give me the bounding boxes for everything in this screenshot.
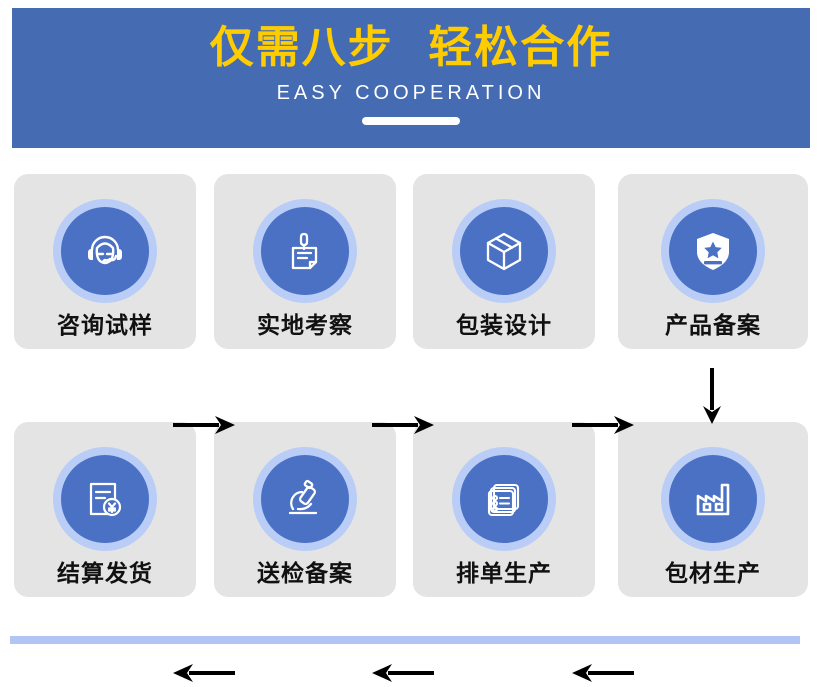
step-card-8[interactable]: 结算发货 [14,422,196,597]
step-3-icon-ring [452,199,556,303]
step-4-icon-ring [661,199,765,303]
step-8-icon-ring [53,447,157,551]
step-3-label: 包装设计 [456,313,552,339]
step-1-label: 咨询试样 [57,313,153,339]
page-title: 仅需八步 轻松合作 [209,22,613,73]
step-7-icon-ring [253,447,357,551]
invoice-yuan-icon [61,455,149,543]
arrow-step2-to-step3 [370,411,436,439]
step-card-3[interactable]: 包装设计 [413,174,595,349]
page-subtitle: EASY COOPERATION [276,82,546,105]
title-underline-rule [362,117,460,126]
step-card-7[interactable]: 送检备案 [214,422,396,597]
step-card-1[interactable]: 咨询试样 [14,174,196,349]
step-6-icon-ring [452,447,556,551]
step-4-label: 产品备案 [665,313,761,339]
checklist-stack-icon [460,455,548,543]
arrow-step1-to-step2 [171,411,237,439]
step-card-5[interactable]: 包材生产 [618,422,808,597]
microscope-icon [261,455,349,543]
step-card-6[interactable]: 排单生产 [413,422,595,597]
step-8-label: 结算发货 [57,561,153,587]
step-6-label: 排单生产 [456,561,552,587]
factory-icon [669,455,757,543]
shield-star-icon [669,207,757,295]
arrow-step5-to-step6 [570,659,636,687]
step-7-label: 送检备案 [257,561,353,587]
headset-support-icon [61,207,149,295]
step-2-icon-ring [253,199,357,303]
step-5-icon-ring [661,447,765,551]
bottom-accent-bar [10,636,800,644]
arrow-step6-to-step7 [370,659,436,687]
step-card-4[interactable]: 产品备案 [618,174,808,349]
step-2-label: 实地考察 [257,313,353,339]
arrow-step7-to-step8 [171,659,237,687]
step-card-2[interactable]: 实地考察 [214,174,396,349]
package-box-icon [460,207,548,295]
step-1-icon-ring [53,199,157,303]
arrow-step4-to-step5 [697,366,727,426]
arrow-step3-to-step4 [570,411,636,439]
header-banner: 仅需八步 轻松合作 EASY COOPERATION [12,8,810,148]
step-5-label: 包材生产 [665,561,761,587]
clipboard-document-icon [261,207,349,295]
process-flow-diagram: 咨询试样 实地考察 [0,160,822,682]
